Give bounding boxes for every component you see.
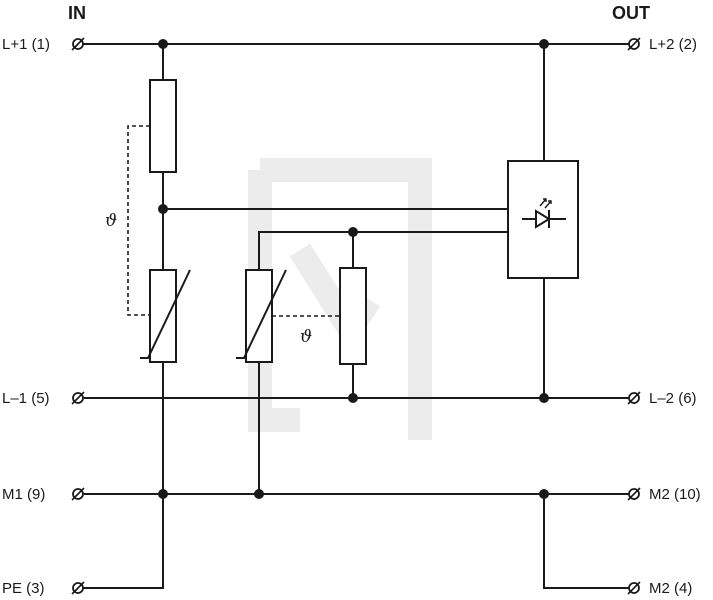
junction-dot <box>158 204 168 214</box>
thermal-link-icon <box>127 125 150 316</box>
terminal-icon <box>71 487 85 501</box>
junction-dot <box>158 39 168 49</box>
wire-pe <box>82 494 164 589</box>
varistor-icon <box>236 269 287 363</box>
theta-symbol-right: ϑ <box>300 327 312 347</box>
terminal-icon <box>627 37 641 51</box>
fuse-icon <box>149 79 177 173</box>
label-pe: PE (3) <box>2 580 45 597</box>
terminal-icon <box>71 581 85 595</box>
led-indicator-box <box>507 160 579 279</box>
varistor-icon <box>140 269 191 363</box>
junction-dot <box>348 393 358 403</box>
terminal-icon <box>627 487 641 501</box>
theta-symbol-left: ϑ <box>105 211 117 231</box>
label-m2-4: M2 (4) <box>649 580 692 597</box>
terminal-icon <box>71 37 85 51</box>
terminals <box>71 37 641 595</box>
label-l-plus-2: L+2 (2) <box>649 36 697 53</box>
junction-dot <box>539 393 549 403</box>
label-l-minus-1: L–1 (5) <box>2 390 50 407</box>
label-l-plus-1: L+1 (1) <box>2 36 50 53</box>
wire-signal-lower <box>258 231 508 494</box>
junction-dot <box>348 227 358 237</box>
header-in: IN <box>68 3 86 23</box>
wire-m2-4 <box>543 494 630 589</box>
header-out: OUT <box>612 3 650 23</box>
terminal-icon <box>627 581 641 595</box>
terminal-icon <box>71 391 85 405</box>
junction-dot <box>539 489 549 499</box>
terminal-icon <box>627 391 641 405</box>
junction-dot <box>158 489 168 499</box>
junction-dot <box>539 39 549 49</box>
fuse-icon <box>339 267 367 365</box>
label-m2-10: M2 (10) <box>649 486 701 503</box>
junction-dot <box>254 489 264 499</box>
label-l-minus-2: L–2 (6) <box>649 390 697 407</box>
junction-dots <box>158 39 549 499</box>
led-icon <box>522 198 566 229</box>
label-m1: M1 (9) <box>2 486 45 503</box>
